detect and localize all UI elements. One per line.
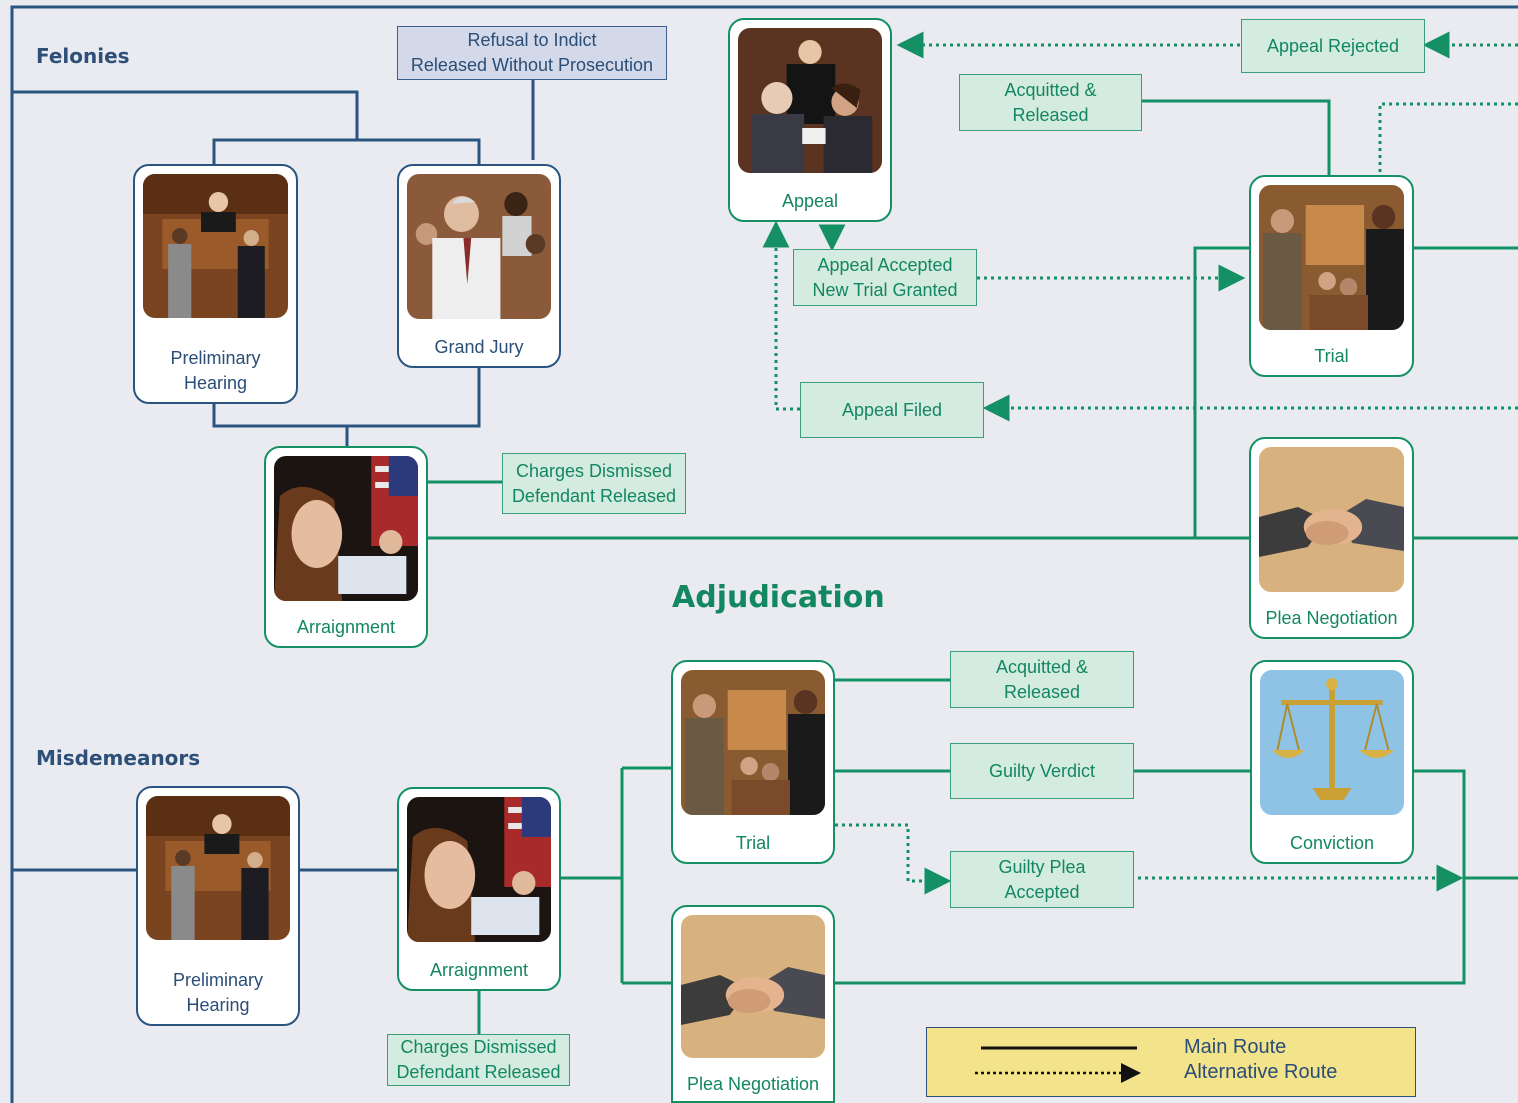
legend-lines [975,1046,1141,1083]
legend-alternative-route: Alternative Route [1184,1061,1338,1083]
misdemeanor-plea-negotiation-label: Plea Negotiation [686,1074,820,1094]
adjudication-heading: Adjudication [672,580,885,615]
felony-arraignment-label: Arraignment [296,617,396,637]
legend: Main Route Alternative Route [926,1027,1416,1097]
grand-jury-node[interactable]: Grand Jury [397,164,561,368]
misdemeanor-preliminary-hearing-node[interactable]: Preliminary Hearing [136,786,300,1026]
appeal-node[interactable]: Appeal [728,18,892,222]
grand-jury-photo [407,174,551,319]
misdemeanor-arraignment-node[interactable]: Arraignment [397,787,561,991]
courtroom-bench-photo [146,796,290,940]
guilty-plea-accepted-box: Guilty Plea Accepted [950,851,1134,908]
appeal-accepted-box: Appeal Accepted New Trial Granted [793,249,977,306]
misdemeanor-acquitted-box: Acquitted & Released [950,651,1134,708]
grand-jury-label: Grand Jury [434,337,524,357]
legend-main-route: Main Route [1184,1036,1287,1058]
felony-plea-negotiation-node[interactable]: Plea Negotiation [1249,437,1414,639]
misdemeanor-charges-dismissed-box: Charges Dismissed Defendant Released [387,1034,570,1086]
guilty-verdict-box: Guilty Verdict [950,743,1134,799]
felony-charges-dismissed-box: Charges Dismissed Defendant Released [502,453,686,514]
misdemeanor-arraignment-label: Arraignment [429,960,529,980]
arraignment-photo [274,456,418,601]
refusal-to-indict-box: Refusal to Indict Released Without Prose… [397,26,667,80]
felony-arraignment-node[interactable]: Arraignment [264,446,428,648]
misdemeanor-trial-label: Trial [735,833,771,853]
appeal-rejected-box: Appeal Rejected [1241,19,1425,73]
courtroom-bench-photo [143,174,288,318]
misdemeanors-heading: Misdemeanors [36,746,201,770]
conviction-node[interactable]: Conviction [1250,660,1414,864]
handshake-photo [681,915,825,1058]
felony-trial-node[interactable]: Trial [1249,175,1414,377]
felony-preliminary-hearing-label: Preliminary Hearing [170,348,261,393]
arraignment-photo [407,797,551,942]
appeal-filed-box: Appeal Filed [800,382,984,438]
misdemeanor-preliminary-hearing-label: Preliminary Hearing [172,970,264,1015]
scales-of-justice-photo [1260,670,1404,815]
felony-acquitted-box: Acquitted & Released [959,74,1142,131]
felony-trial-label: Trial [1314,346,1349,366]
trial-photo [1259,185,1404,330]
misdemeanor-plea-negotiation-node[interactable]: Plea Negotiation [671,905,835,1103]
misdemeanor-trial-node[interactable]: Trial [671,660,835,864]
handshake-photo [1259,447,1404,592]
conviction-label: Conviction [1289,833,1375,853]
appeal-photo [738,28,882,173]
felony-plea-negotiation-label: Plea Negotiation [1265,608,1398,628]
trial-photo [681,670,825,815]
felony-preliminary-hearing-node[interactable]: Preliminary Hearing [133,164,298,404]
appeal-label: Appeal [781,191,839,211]
felonies-heading: Felonies [36,44,130,68]
